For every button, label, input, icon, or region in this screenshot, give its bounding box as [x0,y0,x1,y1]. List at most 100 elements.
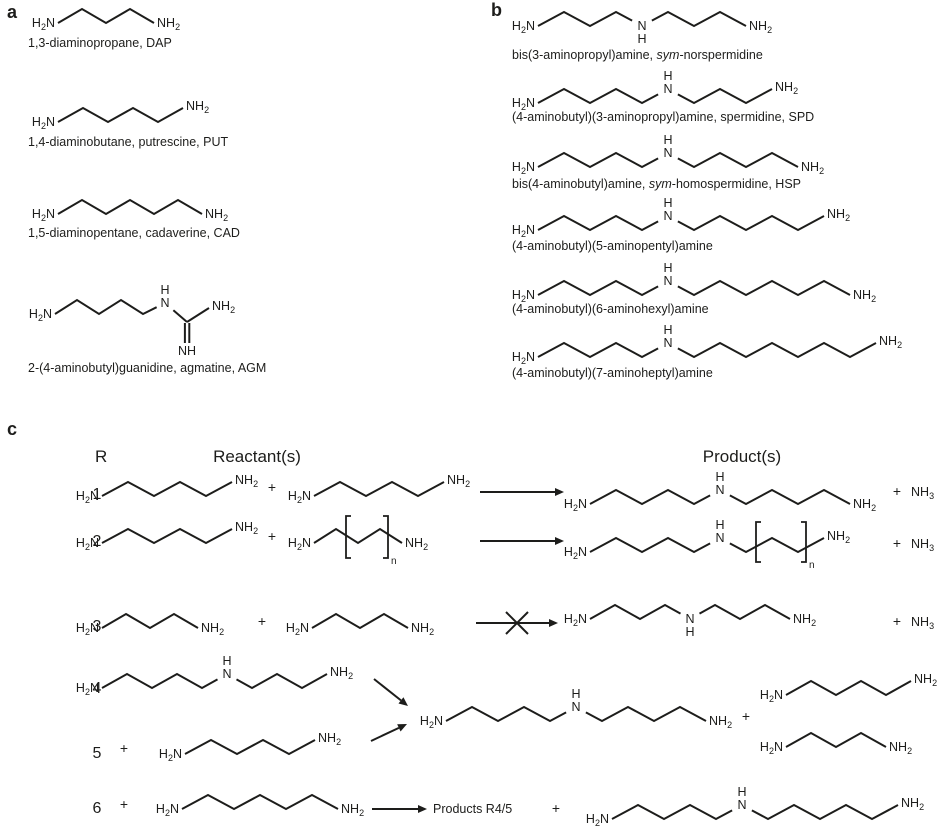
amine-label: H2N [288,489,311,505]
plus-sign: + [893,535,901,551]
bond-chain [181,793,339,811]
bond-chain [699,603,791,621]
h-label: H [222,654,231,668]
bond-chain [101,612,199,630]
amine-label: NH2 [879,334,902,350]
plus-sign: + [268,479,276,495]
amine-label: H2N [76,536,99,552]
bond-chain [611,803,733,821]
repeat-bracket [755,521,761,563]
n-label: N [663,336,672,350]
amine-label: H2N [512,160,535,176]
panel-a-label: a [7,2,18,22]
amine-label: NH2 [827,529,850,545]
repeat-bracket [801,521,807,563]
n-label: N [715,483,724,497]
plus-sign: + [893,483,901,499]
reaction-arrow [480,537,564,545]
bond-chain [57,106,184,124]
h-label: H [637,32,646,46]
amine-label: H2N [32,115,55,131]
column-header-products: Product(s) [703,447,781,466]
row-number: 1 [93,486,102,503]
amine-label: H2N [564,545,587,561]
amine-label: H2N [32,16,55,32]
h-label: H [663,323,672,337]
h-label: H [663,196,672,210]
amine-label: NH2 [411,621,434,637]
molecule-name: (4-aminobutyl)(7-aminoheptyl)amine [512,366,713,380]
n-label: N [571,700,580,714]
arrow-shaft [373,678,402,702]
amine-label: H2N [286,621,309,637]
repeat-subscript: n [809,560,815,571]
arrow-head [555,488,564,496]
n-label: N [160,296,169,310]
arrow-head [418,805,427,813]
bond-chain [537,279,659,297]
h-label: H [663,69,672,83]
amine-label: H2N [512,350,535,366]
bond-chain [589,536,711,554]
arrow-shaft [370,726,400,742]
n-label: N [663,274,672,288]
bond-chain [445,705,567,723]
n-label: N [637,19,646,33]
bond-chain [729,536,825,554]
molecule-name: 1,3-diaminopropane, DAP [28,36,172,50]
panel-b-label: b [491,0,502,20]
arrow-head [549,619,558,627]
amine-label: H2N [156,802,179,818]
bond-chain [537,10,633,28]
molecule-name: 2-(4-aminobutyl)guanidine, agmatine, AGM [28,361,266,375]
amine-label: NH2 [341,802,364,818]
amine-label: NH2 [709,714,732,730]
bond-chain [677,87,773,105]
imine-label: NH [178,344,196,358]
bond-chain [785,731,887,749]
amine-label: NH2 [405,536,428,552]
plus-sign: + [268,528,276,544]
bond-chain [651,10,747,28]
amine-label: NH2 [853,288,876,304]
h-label: H [715,518,724,532]
n-label: N [737,798,746,812]
amine-label: H2N [159,747,182,763]
bond-chain [677,151,799,169]
arrow-head [397,724,407,732]
amine-label: NH2 [201,621,224,637]
molecule-name: (4-aminobutyl)(3-aminopropyl)amine, sper… [512,110,814,124]
amine-label: NH2 [914,672,937,688]
amine-label: H2N [76,489,99,505]
h-label: H [160,283,169,297]
n-label: N [715,531,724,545]
h-label: H [663,133,672,147]
amine-label: H2N [288,536,311,552]
molecule-name: bis(4-aminobutyl)amine, sym-homospermidi… [512,177,801,191]
products-ref-label: Products R4/5 [433,802,512,816]
arrow-head [555,537,564,545]
plus-sign: + [552,800,560,816]
reaction-arrow [480,488,564,496]
bond-chain [585,705,707,723]
amine-label: H2N [760,688,783,704]
plus-sign: + [742,708,750,724]
bond-chain [54,298,158,316]
bond-chain [313,480,445,498]
plus-sign: + [258,613,266,629]
amine-label: H2N [586,812,609,828]
amine-label: NH2 [901,796,924,812]
repeat-bracket [345,515,351,559]
bond-chain [172,309,188,323]
h-label: H [737,785,746,799]
bond-chain [186,307,210,323]
bond-chain [236,672,328,690]
bond-chain [101,672,218,690]
row-number: 4 [93,680,102,697]
n-label: N [663,146,672,160]
amine-label: H2N [29,307,52,323]
